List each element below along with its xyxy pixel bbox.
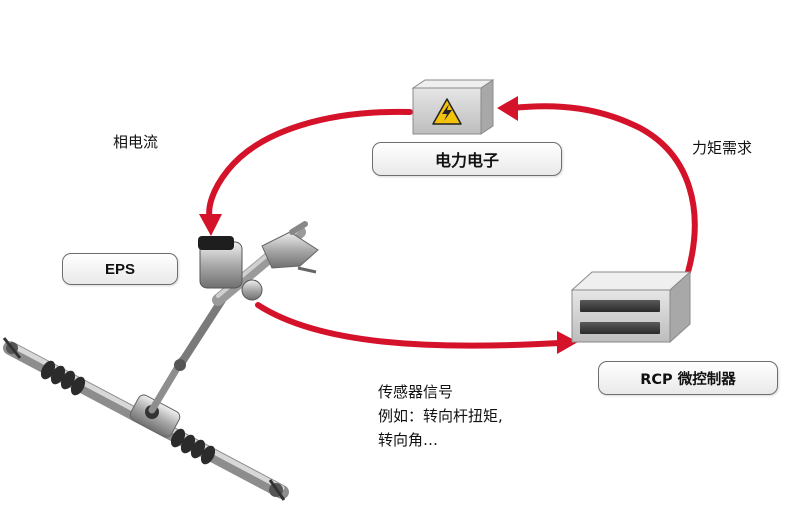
microcontroller-box-icon (570, 270, 692, 344)
steering-column-rack-icon (2, 221, 319, 501)
arrow-phase-current (206, 108, 413, 223)
arrowhead-to-eps (199, 214, 222, 236)
high-voltage-warning-icon (432, 98, 462, 125)
torque-demand-label: 力矩需求 (692, 139, 753, 157)
eps-label: EPS (62, 253, 178, 285)
loop-arrows (206, 103, 698, 349)
arrowhead-to-rcp (557, 331, 578, 354)
power-electronics-label: 电力电子 (372, 142, 562, 176)
phase-current-label: 相电流 (113, 133, 159, 151)
rcp-controller-label: RCP 微控制器 (598, 361, 778, 395)
arrowhead-to-power (497, 96, 518, 121)
sensor-signal-line-1: 传感器信号 (378, 383, 454, 401)
power-electronics-box (411, 79, 495, 135)
sensor-signal-label: 传感器信号 例如：转向杆扭矩, 转向角… (378, 380, 503, 452)
sensor-signal-line-2: 例如：转向杆扭矩, (378, 407, 503, 425)
sensor-signal-line-3: 转向角… (378, 431, 439, 449)
arrow-torque-demand (509, 103, 698, 275)
arrow-sensor-signal (255, 302, 563, 349)
